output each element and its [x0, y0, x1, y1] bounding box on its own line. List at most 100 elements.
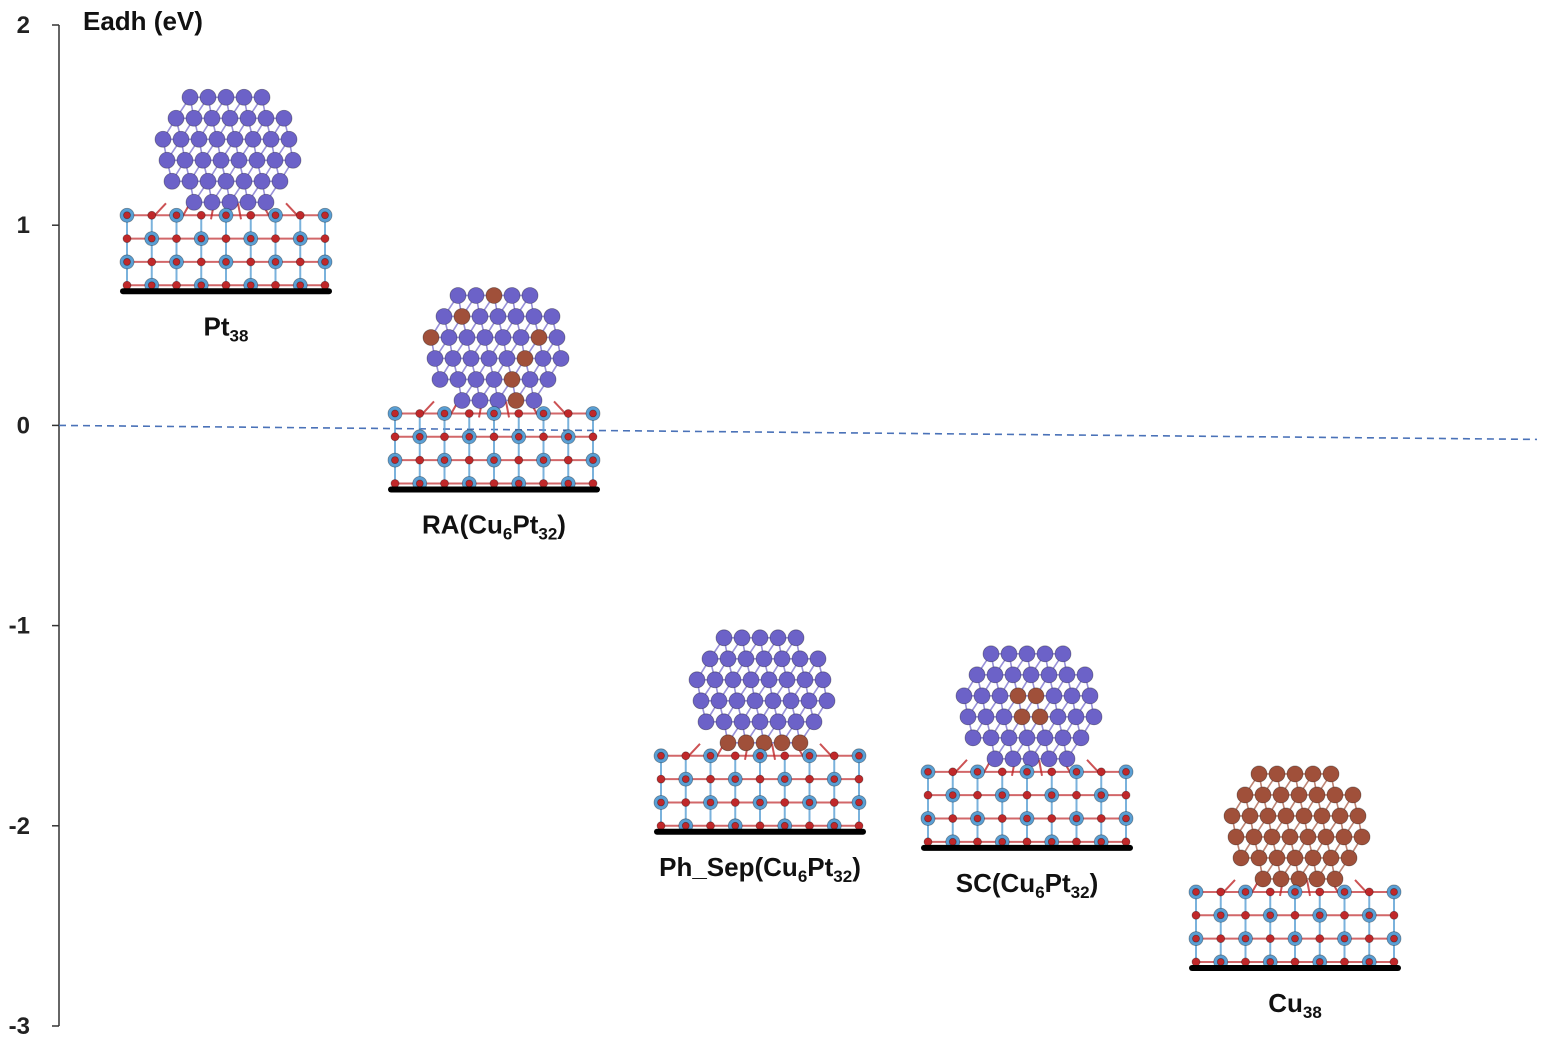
oxide-oxygen-atom — [780, 798, 790, 807]
oxide-oxygen-atom — [172, 280, 181, 290]
oxide-oxygen-atom — [465, 479, 474, 488]
oxide-oxygen-atom — [1340, 910, 1349, 920]
cu-atom — [1335, 828, 1353, 846]
pt-atom — [724, 671, 742, 689]
oxide-oxygen-atom — [973, 814, 982, 823]
pt-atom — [181, 88, 199, 106]
pt-atom — [787, 629, 805, 647]
pt-atom — [995, 708, 1013, 726]
nanocluster — [951, 645, 1103, 777]
oxide-oxygen-atom — [490, 409, 498, 418]
oxide-oxygen-atom — [1340, 934, 1349, 943]
oxide-oxygen-atom — [1072, 814, 1081, 823]
cu-atom — [1349, 807, 1367, 825]
oxide-oxygen-atom — [924, 767, 932, 776]
oxide-oxygen-atom — [539, 479, 548, 488]
oxide-oxygen-atom — [1365, 911, 1374, 920]
pt-atom — [176, 151, 194, 169]
oxide-oxygen-atom — [730, 751, 740, 761]
y-tick-label: -1 — [9, 613, 30, 640]
pt-atom — [167, 109, 185, 127]
oxide-oxygen-atom — [1216, 958, 1225, 966]
cu-atom — [1227, 828, 1245, 846]
oxide-oxygen-atom — [829, 798, 839, 807]
pt-atom — [521, 287, 539, 304]
cu-atom — [1340, 849, 1358, 867]
oxide-oxygen-atom — [755, 774, 765, 784]
pt-atom — [163, 172, 181, 190]
cu-atom — [1304, 765, 1322, 783]
cu-atom — [773, 734, 791, 752]
cu-atom — [1313, 807, 1331, 825]
pt-atom — [764, 692, 782, 710]
pt-atom — [426, 350, 444, 367]
oxide-oxygen-atom — [172, 234, 181, 243]
pt-atom — [733, 713, 751, 731]
pt-atom — [1058, 750, 1076, 768]
oxide-oxygen-atom — [440, 479, 449, 488]
oxide-oxygen-atom — [246, 257, 256, 267]
oxide-oxygen-atom — [539, 409, 548, 418]
oxide-oxygen-atom — [1315, 958, 1324, 966]
cu-atom — [1277, 807, 1295, 825]
y-tick-label: -2 — [9, 813, 30, 840]
oxide-oxygen-atom — [1072, 767, 1081, 776]
pt-atom — [471, 308, 489, 325]
oxide-oxygen-atom — [1340, 888, 1349, 896]
oxide-oxygen-atom — [948, 767, 958, 777]
oxide-oxygen-atom — [390, 479, 400, 488]
oxide-oxygen-atom — [295, 257, 305, 267]
oxide-oxygen-atom — [246, 281, 255, 290]
oxide-oxygen-atom — [854, 821, 864, 831]
oxide-oxygen-atom — [1192, 934, 1200, 943]
oxide-oxygen-atom — [465, 432, 474, 441]
oxide-oxygen-atom — [1291, 934, 1299, 943]
pt-atom — [257, 109, 275, 127]
nanocluster — [1219, 765, 1371, 897]
cu-atom — [1268, 765, 1286, 783]
pt-atom — [769, 629, 787, 647]
oxide-oxygen-atom — [296, 281, 305, 290]
oxide-oxygen-atom — [391, 409, 399, 418]
oxide-oxygen-atom — [1122, 767, 1130, 776]
oxide-oxygen-atom — [172, 258, 181, 266]
pt-atom — [1040, 666, 1058, 684]
pt-atom — [503, 287, 521, 304]
oxide-oxygen-atom — [756, 751, 764, 760]
cu-atom — [1326, 786, 1344, 804]
pt-atom — [199, 172, 217, 190]
cu-atom — [1027, 687, 1045, 705]
category-label: RA(Cu6Pt32) — [422, 509, 566, 543]
energy-levels: Pt38RA(Cu6Pt32)Ph_Sep(Cu6Pt32)SC(Cu6Pt32… — [119, 88, 1402, 1022]
pt-atom — [494, 329, 512, 346]
pt-atom — [814, 671, 832, 689]
oxide-oxygen-atom — [514, 455, 524, 465]
pt-atom — [796, 671, 814, 689]
oxide-oxygen-atom — [147, 234, 156, 243]
cu-atom — [1286, 849, 1304, 867]
pt-atom — [977, 708, 995, 726]
pt-atom — [462, 350, 480, 367]
oxide-oxygen-atom — [490, 456, 498, 465]
oxide-oxygen-atom — [1022, 837, 1032, 847]
cu-atom — [1223, 807, 1241, 825]
y-tick-label: 1 — [17, 212, 30, 239]
oxide-oxygen-atom — [681, 798, 691, 807]
pt-atom — [185, 193, 203, 211]
nanocluster — [418, 287, 570, 419]
pt-atom — [185, 109, 203, 127]
oxide-oxygen-atom — [805, 774, 814, 784]
oxide-oxygen-atom — [320, 280, 330, 290]
oxide-oxygen-atom — [1266, 911, 1275, 920]
cu-atom — [1290, 870, 1308, 888]
pt-atom — [1076, 666, 1094, 684]
cu-atom — [1308, 870, 1326, 888]
oxide-oxygen-atom — [855, 798, 863, 807]
pt-atom — [805, 713, 823, 731]
pt-atom — [525, 308, 543, 325]
oxide-oxygen-atom — [1191, 957, 1201, 967]
oxide-oxygen-atom — [657, 751, 665, 760]
cu-atom — [1254, 786, 1272, 804]
category-label: SC(Cu6Pt32) — [956, 868, 1099, 902]
pt-atom — [199, 88, 217, 106]
